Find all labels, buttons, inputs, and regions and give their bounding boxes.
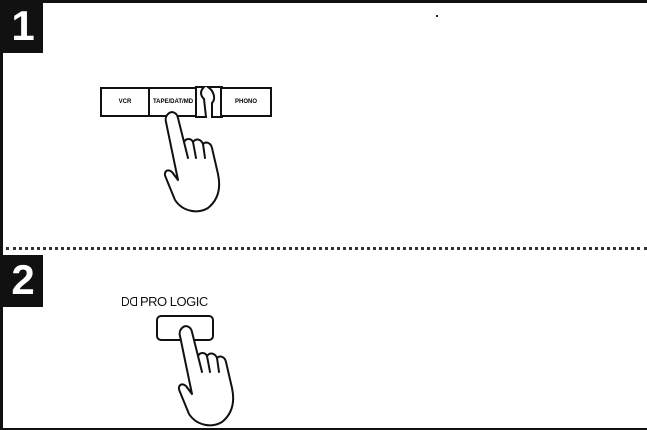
vcr-button[interactable]: VCR: [100, 87, 150, 117]
step-1-badge: 1: [3, 3, 43, 53]
pointing-hand-icon: [158, 108, 230, 213]
speck: [436, 15, 438, 17]
step-divider: [6, 247, 647, 250]
pro-logic-text: PRO LOGIC: [140, 294, 208, 309]
pointing-hand-icon: [172, 322, 244, 427]
pro-logic-label: PRO LOGIC: [122, 294, 208, 309]
dolby-double-d-icon: [122, 297, 137, 306]
step-2-badge: 2: [3, 255, 43, 307]
